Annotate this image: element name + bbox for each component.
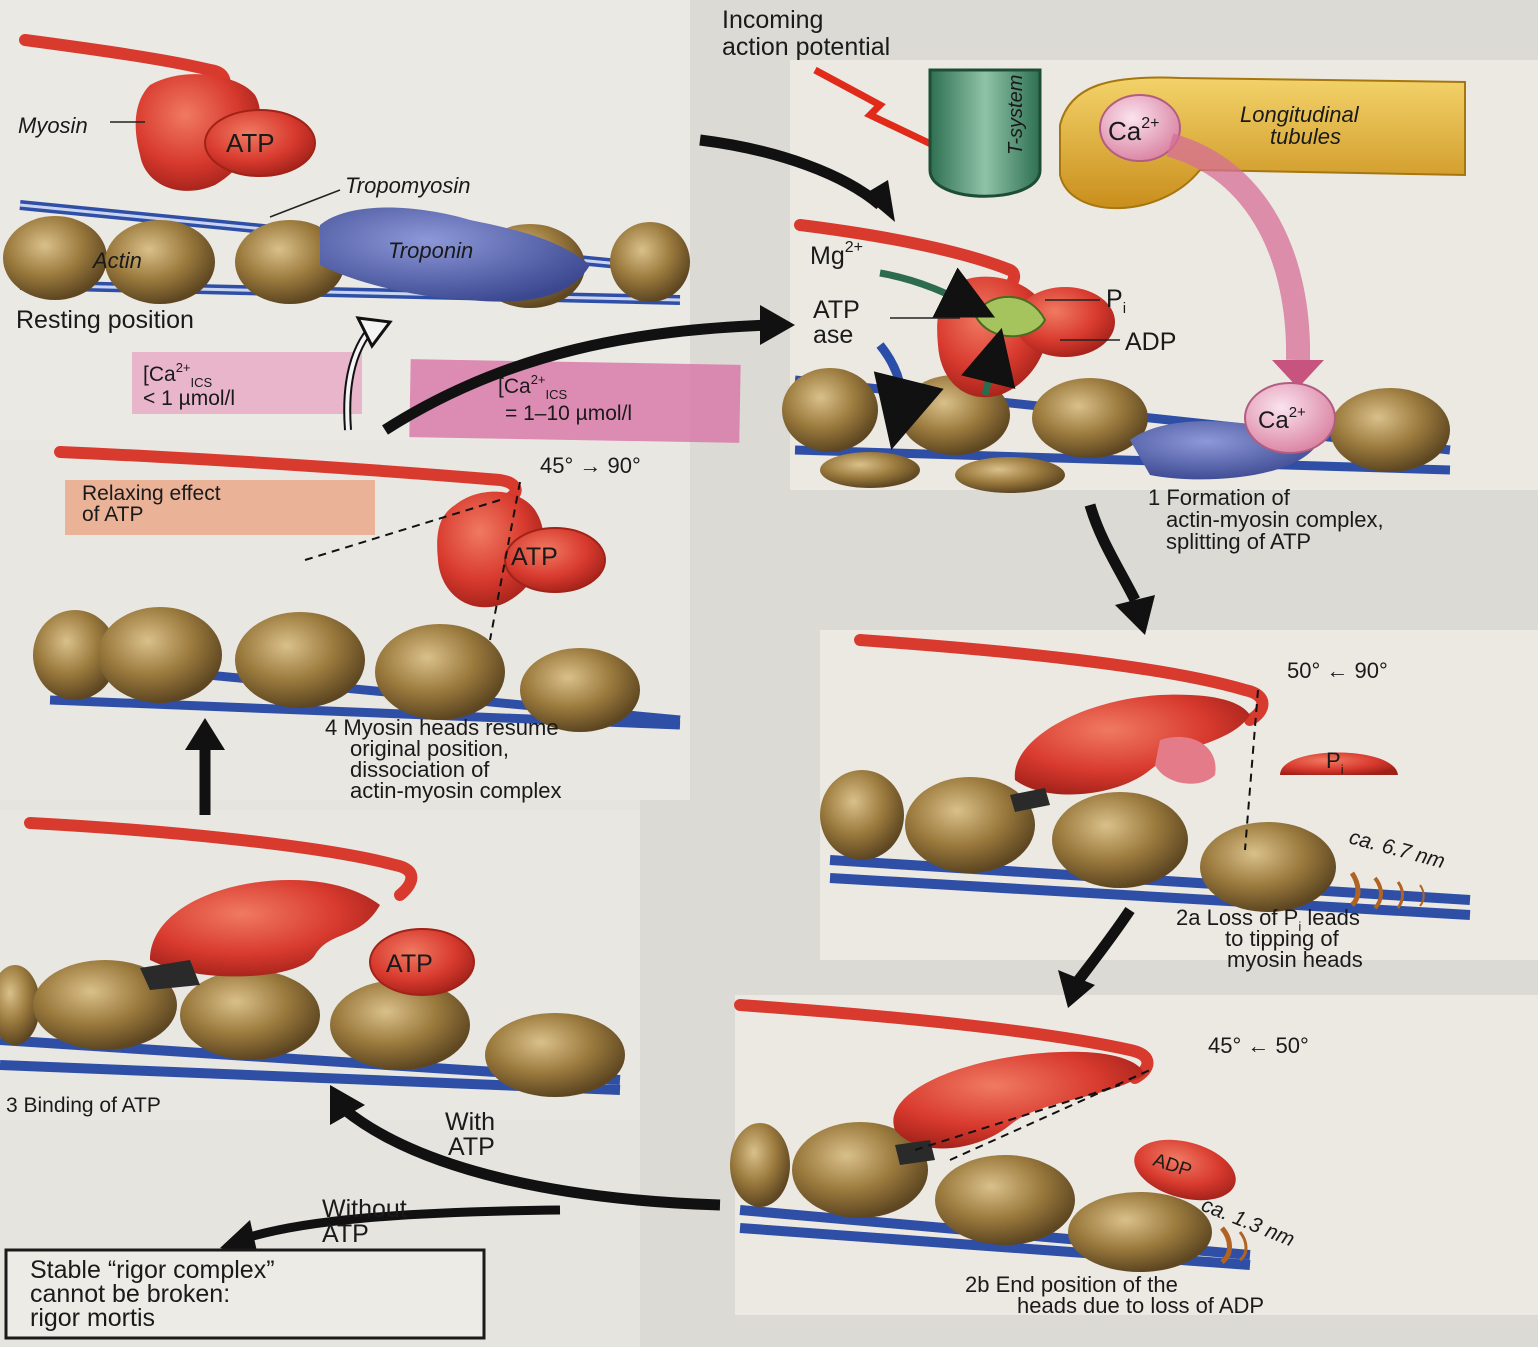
t-system-label: T-system: [1005, 75, 1027, 155]
atp-label-step3: ATP: [386, 950, 433, 978]
atp-label-resting: ATP: [226, 128, 275, 158]
step1-label-3: splitting of ATP: [1166, 529, 1311, 554]
angle-45-90-label: 45° → 90°: [540, 453, 641, 478]
relaxing-label-2: of ATP: [82, 503, 143, 526]
angle-50-90-label: 50° ← 90°: [1287, 658, 1388, 683]
ca-high-band: [409, 359, 740, 443]
ca-high-label-2: = 1–10 µmol/l: [505, 402, 632, 425]
relaxing-label-1: Relaxing effect: [82, 482, 221, 505]
with-atp-label-2: ATP: [448, 1133, 495, 1161]
atp-label-step4: ATP: [511, 543, 558, 571]
step4-label-4: actin-myosin complex: [350, 778, 562, 803]
adp-label-step1: ADP: [1125, 328, 1176, 356]
step2a-label-3: myosin heads: [1227, 947, 1363, 972]
atpase-label-2: ase: [813, 321, 853, 349]
atpase-label-1: ATP: [813, 296, 860, 324]
resting-position-label: Resting position: [16, 306, 194, 334]
incoming-label-2: action potential: [722, 33, 890, 61]
rigor-label-3: rigor mortis: [30, 1304, 155, 1332]
with-atp-label-1: With: [445, 1108, 495, 1136]
ca-low-label-2: < 1 µmol/l: [143, 387, 235, 410]
actin-label: Actin: [91, 248, 142, 273]
step2b-label-2: heads due to loss of ADP: [1017, 1293, 1264, 1318]
angle-45-50-label: 45° ← 50°: [1208, 1033, 1309, 1058]
incoming-label-1: Incoming: [722, 6, 823, 34]
without-atp-label-1: Without: [322, 1195, 407, 1223]
myosin-label: Myosin: [18, 113, 88, 138]
without-atp-label-2: ATP: [322, 1220, 369, 1248]
step3-label: 3 Binding of ATP: [6, 1094, 161, 1117]
tropomyosin-label: Tropomyosin: [345, 173, 471, 198]
troponin-label: Troponin: [388, 238, 473, 263]
longitudinal-label-2: tubules: [1270, 124, 1341, 149]
